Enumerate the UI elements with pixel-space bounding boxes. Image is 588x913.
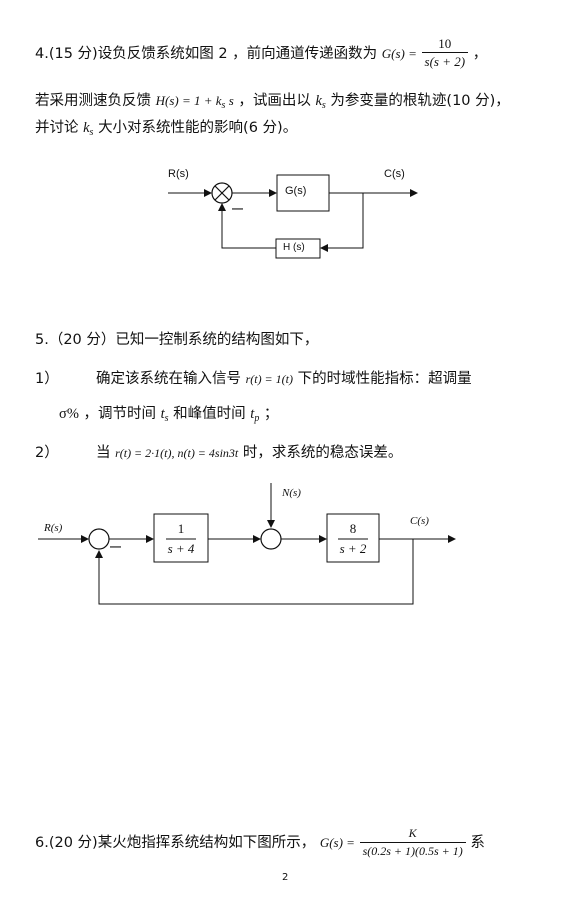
q5-item2: 2） 当 r(t) = 2·1(t), n(t) = 4sin3t 时，求系统的… [35,443,402,463]
q4-line1: 4.(15 分)设负反馈系统如图 2 ，前向通道传递函数为 G(s) = 10 … [35,36,487,69]
q4-k-symbol-2: ks [83,120,94,138]
q4-line2: 若采用测速负反馈 H(s) = 1 + ks s ，试画出以 ks 为参变量的根… [35,91,510,116]
q4-g-fraction: 10 s(s + 2) [421,36,469,69]
q5-ts: ts [160,406,169,424]
q5-title: 5.（20 分）已知一控制系统的结构图如下， [35,332,319,348]
q4-k-sub: s [321,100,326,111]
q5-tp-sub: p [254,413,260,424]
q5-minus-sign: — [110,541,121,553]
q5-item2-expr: r(t) = 2·1(t), n(t) = 4sin3t [115,446,239,460]
q4-line2-c: 为参变量的根轨迹(10 分)， [330,93,510,109]
q6-g-fraction: K s(0.2s + 1)(0.5s + 1) [359,826,466,859]
q4-minus-sign: — [232,203,243,215]
q4-output-label: C(s) [384,168,405,180]
q5-ts-t: t [160,406,165,422]
q6-tail: 系 [470,835,485,851]
q5-item1c-a: ，调节时间 [83,406,157,422]
q5-block1-numerator: 1 [177,521,185,536]
q4-input-label: R(s) [168,168,189,180]
q6-g-numerator: K [359,826,466,843]
q4-h-expression: H(s) = 1 + ks s [155,93,234,111]
q5-item1-number: 1） [35,371,59,387]
q4-g-block [276,174,330,212]
q4-h-expr: H(s) = 1 + k [155,93,222,108]
q4-line3-b: 大小对系统性能的影响(6 分)。 [98,120,298,136]
q4-line2-a: 若采用测速负反馈 [35,93,151,109]
q4-h-tail: s [228,93,234,108]
page-number: 2 [282,872,289,883]
q5-tp-t: t [250,406,255,422]
q5-tp: tp [250,406,260,424]
q4-g-denominator: s(s + 2) [424,54,466,69]
q5-item2-b: 时，求系统的稳态误差。 [242,445,403,461]
q4-k: k [315,93,322,109]
q4-comma: ， [472,46,488,62]
q5-item2-number: 2） [35,445,59,461]
q5-feedback-line [95,539,414,605]
q4-k-sub-2: s [89,127,94,138]
q5-ts-sub: s [164,413,169,424]
q4-g-numerator: 10 [421,36,469,53]
q5-item1c-b: 和峰值时间 [173,406,246,422]
q4-line2-b: ，试画出以 [238,93,311,109]
q5-item1-b: 下的时域性能指标：超调量 [297,371,472,387]
q5-item1c-end: ； [263,406,279,422]
q5-output-label: C(s) [410,515,429,527]
q5-block-1 [153,513,209,563]
q4-feedback-line-b [218,203,276,249]
q5-summing-junction-1 [88,528,110,550]
q4-summing-junction [211,182,233,204]
q5-item1: 1） 确定该系统在输入信号 r(t) = 1(t) 下的时域性能指标：超调量 [35,369,472,389]
q4-feedback-line-a [320,193,364,252]
q5-item1-a: 确定该系统在输入信号 [95,371,241,387]
q4-g-lhs: G(s) = [381,46,417,61]
q6-g-denominator: s(0.2s + 1)(0.5s + 1) [362,844,463,858]
q6-g-lhs: G(s) = [319,835,355,850]
q4-line3-a: 并讨论 [35,120,79,136]
q4-line3: 并讨论 ks 大小对系统性能的影响(6 分)。 [35,118,297,143]
q5-block2-denominator: s + 2 [339,541,367,556]
q5-disturbance-label: N(s) [282,487,301,499]
q6-line: 6.(20 分)某火炮指挥系统结构如下图所示， G(s) = K s(0.2s … [35,826,485,859]
q6-prefix: 6.(20 分)某火炮指挥系统结构如下图所示， [35,835,316,851]
q5-item1-cont: σ% ，调节时间 ts 和峰值时间 tp ； [59,404,278,429]
q4-g-block-label: G(s) [285,185,307,197]
q5-block1-denominator: s + 4 [167,541,195,556]
q5-block-2 [326,513,380,563]
q4-prefix: 4.(15 分)设负反馈系统如图 2 ，前向通道传递函数为 [35,46,378,62]
q5-summing-junction-2 [260,528,282,550]
q5-input-label: R(s) [44,522,63,534]
q4-h-block-label: H (s) [283,242,305,253]
q4-k-symbol: ks [315,93,326,111]
q5-item1-r: r(t) = 1(t) [245,372,293,386]
q4-h-sub: s [221,100,226,111]
q5-item2-a: 当 [95,445,111,461]
q5-sigma: σ% [59,406,79,422]
q4-k-2: k [83,120,90,136]
q5-block2-numerator: 8 [349,521,357,536]
